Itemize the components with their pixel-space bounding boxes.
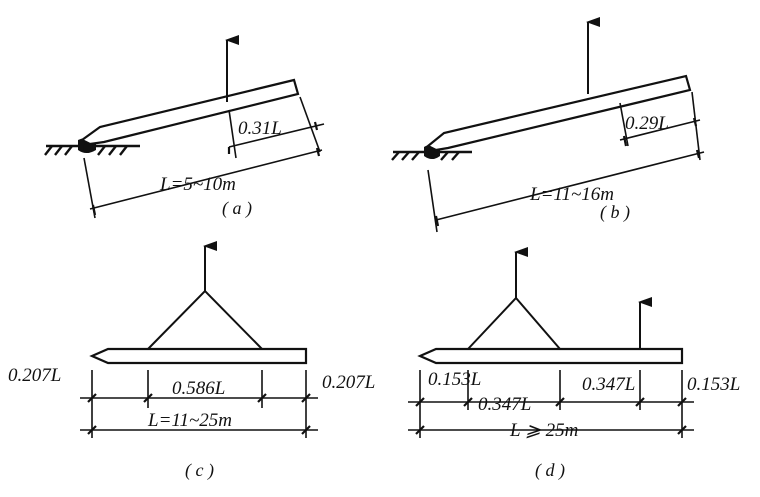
caption-a: ( a ) — [222, 198, 252, 219]
ground-support-a — [44, 138, 140, 156]
pile-d — [417, 347, 684, 365]
panel-d: 0.153L 0.347L 0.347L 0.153L L ⩾ 25m ( d … — [408, 247, 740, 481]
panel-a: 0.31L L=5~10m ( a ) — [44, 35, 325, 219]
segment-4-fraction-d: 0.153L — [687, 374, 740, 395]
length-label-b: L=11~16m — [529, 184, 614, 205]
mid-fraction-c: 0.586L — [172, 378, 225, 399]
segment-3-fraction-d: 0.347L — [582, 374, 635, 395]
panel-c: 0.207L 0.586L 0.207L L=11~25m ( c ) — [8, 241, 375, 481]
length-label-d: L ⩾ 25m — [509, 420, 578, 441]
length-label-c: L=11~25m — [147, 410, 232, 431]
lift-fraction-a: 0.31L — [238, 118, 282, 139]
caption-d: ( d ) — [535, 460, 565, 481]
sling-d — [467, 296, 561, 350]
left-fraction-c: 0.207L — [8, 365, 61, 386]
right-fraction-c: 0.207L — [322, 372, 375, 393]
segment-2-fraction-d: 0.347L — [478, 394, 531, 415]
lift-fraction-b: 0.29L — [625, 113, 669, 134]
caption-b: ( b ) — [600, 202, 630, 223]
pile-c — [89, 347, 308, 365]
sling-c — [147, 289, 263, 350]
length-label-a: L=5~10m — [159, 174, 236, 195]
pile-a — [79, 78, 300, 146]
pile-b — [425, 74, 692, 152]
panel-b: 0.29L L=11~16m ( b ) — [391, 17, 705, 233]
segment-1-fraction-d: 0.153L — [428, 369, 481, 390]
caption-c: ( c ) — [185, 460, 214, 481]
